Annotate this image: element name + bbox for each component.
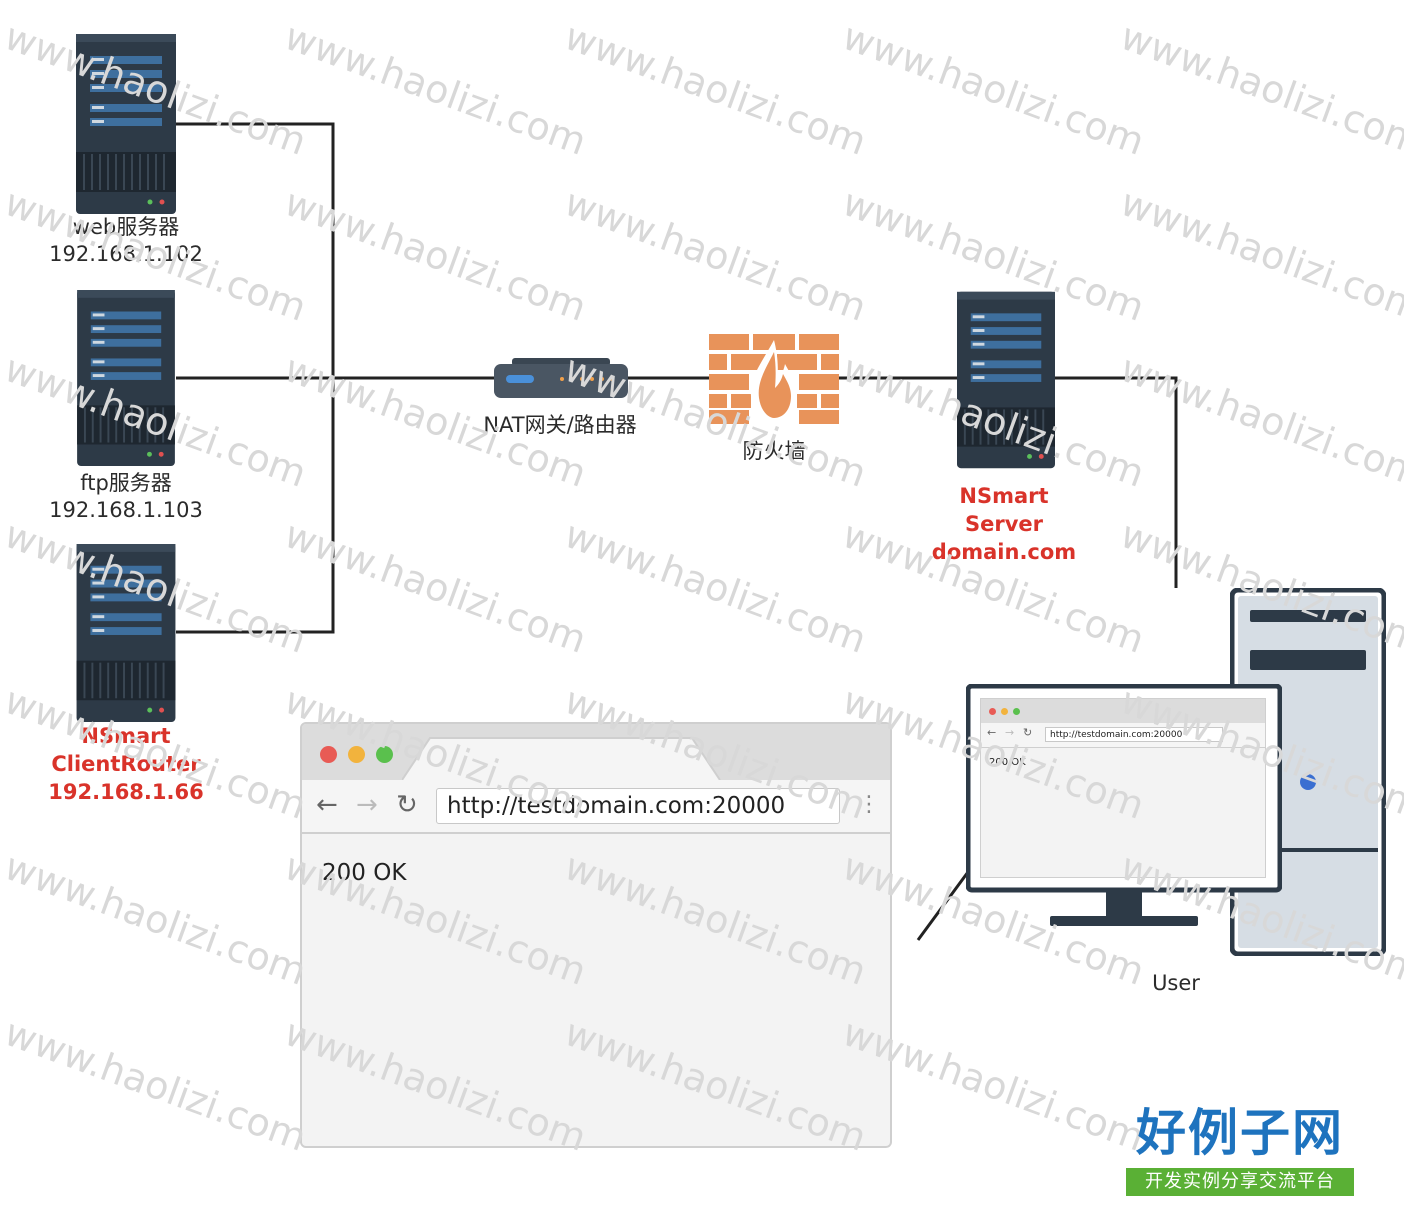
forward-arrow-icon[interactable]: →	[356, 790, 378, 820]
page-content-text: 200 OK	[322, 860, 407, 886]
client-router-role: ClientRouter	[51, 752, 201, 776]
browser-tab-bar	[302, 724, 890, 780]
reload-icon[interactable]: ↻	[396, 790, 418, 820]
client-router-name: NSmart	[81, 724, 171, 748]
monitor-to-browser-line	[916, 871, 970, 941]
nsmart-server-label: NSmart Server domain.com	[904, 482, 1104, 566]
mini-reload-icon: ↻	[1023, 726, 1033, 739]
ftp-server-name: ftp服务器	[80, 471, 172, 495]
mini-page-content-text: 200 OK	[989, 757, 1026, 768]
nsmart-server-icon	[957, 291, 1055, 469]
nsmart-server-line2: Server	[964, 512, 1043, 536]
nsmart-server-line1: NSmart	[959, 484, 1049, 508]
browser-tab[interactable]	[402, 736, 722, 780]
mini-browser-toolbar: ← → ↻ http://testdomain.com:20000	[981, 723, 1265, 748]
firewall-icon	[709, 334, 839, 424]
back-arrow-icon[interactable]: ←	[316, 790, 338, 820]
web-server-ip: 192.168.1.102	[49, 242, 203, 266]
mini-minimize-dot-icon	[1001, 708, 1008, 715]
mini-close-dot-icon	[989, 708, 996, 715]
ftp-server-icon	[77, 290, 175, 466]
mini-forward-arrow-icon: →	[1005, 726, 1015, 739]
maximize-dot-icon[interactable]	[376, 746, 393, 763]
router-icon	[494, 358, 628, 398]
menu-kebab-icon[interactable]: ⋮	[858, 792, 880, 817]
mini-maximize-dot-icon	[1013, 708, 1020, 715]
minimize-dot-icon[interactable]	[348, 746, 365, 763]
ftp-server-label: ftp服务器 192.168.1.103	[26, 470, 226, 524]
nsmart-server-line3: domain.com	[931, 540, 1077, 564]
mini-browser-tab-bar	[981, 699, 1265, 723]
mini-browser-window: ← → ↻ http://testdomain.com:20000 200 OK	[980, 698, 1266, 878]
site-logo-title: 好例子网	[1136, 1103, 1344, 1162]
mini-address-bar: http://testdomain.com:20000	[1045, 727, 1223, 742]
router-label: NAT网关/路由器	[483, 413, 637, 437]
web-server-icon	[76, 34, 176, 214]
mini-back-arrow-icon: ←	[987, 726, 997, 739]
browser-toolbar: ← → ↻ http://testdomain.com:20000 ⋮	[302, 780, 890, 834]
ftp-server-ip: 192.168.1.103	[49, 498, 203, 522]
client-router-ip: 192.168.1.66	[48, 780, 204, 804]
browser-window: ← → ↻ http://testdomain.com:20000 ⋮ 200 …	[300, 722, 892, 1148]
web-server-name: web服务器	[72, 215, 180, 239]
site-logo-subtitle: 开发实例分享交流平台	[1126, 1168, 1354, 1196]
client-router-server-icon	[76, 544, 176, 722]
close-dot-icon[interactable]	[320, 746, 337, 763]
web-server-label: web服务器 192.168.1.102	[26, 214, 226, 268]
client-router-label: NSmart ClientRouter 192.168.1.66	[26, 722, 226, 806]
user-label: User	[1152, 971, 1200, 995]
server-to-user-line	[1054, 376, 1178, 588]
address-bar[interactable]: http://testdomain.com:20000	[436, 788, 840, 824]
firewall-label: 防火墙	[742, 439, 806, 463]
